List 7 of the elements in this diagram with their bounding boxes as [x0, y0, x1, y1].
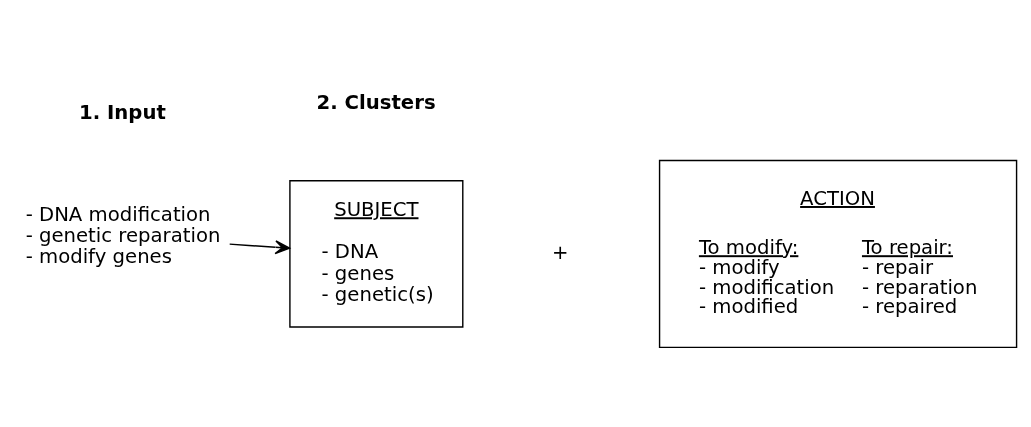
label: 1. Input [79, 100, 166, 124]
label: + [552, 241, 569, 265]
node-text: - DNA modification - genetic reparation - modify genes [25, 203, 221, 269]
node-box: ACTION To modify: - modify - modification - modified To repair: - repair - reparation - repaired [658, 159, 1018, 349]
node-box: SUBJECT - DNA - genes - genetic(s) [289, 180, 464, 328]
label: 2. Clusters [316, 90, 436, 114]
arrow [228, 240, 291, 255]
